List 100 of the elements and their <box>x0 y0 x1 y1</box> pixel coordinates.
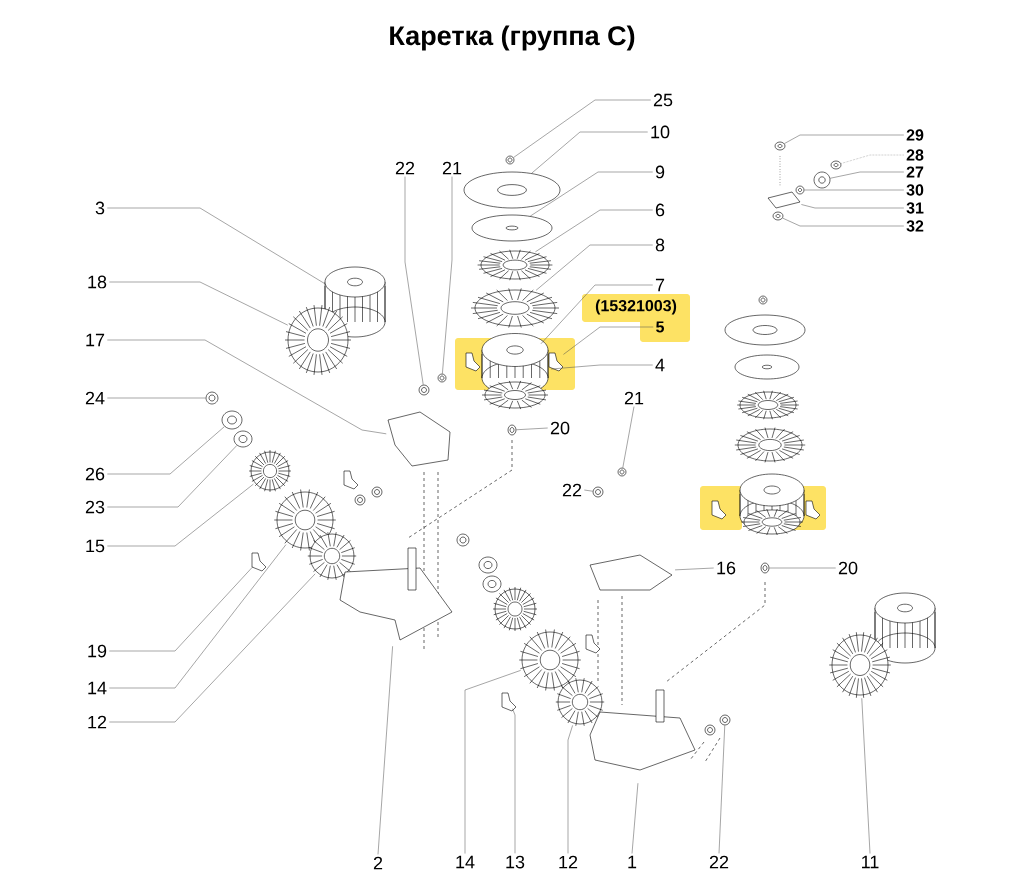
leader-line <box>631 782 639 854</box>
callout-number: 31 <box>906 202 924 214</box>
callout-number: 14 <box>456 855 475 869</box>
washer <box>478 556 498 574</box>
callout-number: 11 <box>862 855 879 869</box>
spool <box>874 592 936 664</box>
washer <box>772 211 784 221</box>
callout-number: 23 <box>85 500 105 514</box>
screw <box>354 494 366 506</box>
leader-line <box>563 326 654 355</box>
leader-line <box>622 406 635 469</box>
leader-line <box>404 176 424 385</box>
callout-number: 1 <box>628 855 637 869</box>
leader-line <box>107 445 238 508</box>
callout-number: 32 <box>906 220 924 232</box>
gear <box>284 304 352 376</box>
hook <box>501 692 517 712</box>
leader-line <box>109 281 288 326</box>
screw <box>418 384 430 396</box>
callout-number: 20 <box>838 561 858 575</box>
base-plate <box>339 547 453 641</box>
hook <box>251 552 267 572</box>
washer <box>221 410 243 430</box>
leader-line <box>801 204 905 209</box>
leader-line <box>861 698 871 854</box>
callout-number: 21 <box>442 161 462 175</box>
screw <box>592 486 604 498</box>
hook <box>548 352 564 372</box>
screw <box>774 141 786 151</box>
nut <box>205 391 219 405</box>
callout-number: 22 <box>395 161 415 175</box>
callout-number: 13 <box>506 855 525 869</box>
callout-number: 24 <box>85 391 105 405</box>
gear <box>248 449 292 493</box>
callout-number: 10 <box>651 125 670 139</box>
leader-line <box>769 567 836 569</box>
screw <box>437 373 447 383</box>
washer <box>813 171 831 189</box>
leader-line <box>107 207 326 285</box>
callout-number: 14 <box>88 681 107 695</box>
leader-line <box>109 573 316 723</box>
screw <box>760 562 770 574</box>
spool <box>324 266 386 338</box>
leader-line <box>530 171 653 217</box>
cover-disk <box>471 214 553 242</box>
callout-number: 7 <box>655 278 665 292</box>
leader-line <box>550 364 653 370</box>
washer <box>482 575 502 593</box>
gear <box>273 489 337 551</box>
leader-line <box>107 483 254 547</box>
bracket <box>589 554 673 591</box>
leader-line <box>829 171 905 179</box>
callout-number: 29 <box>906 129 924 141</box>
clamp-plate <box>767 191 801 209</box>
hook <box>585 634 601 654</box>
leader-line <box>513 99 651 158</box>
leader-line <box>107 397 206 399</box>
leader-line <box>107 426 225 475</box>
leader-line <box>674 567 714 571</box>
callout-number: 22 <box>562 483 582 497</box>
leader-line <box>535 209 653 253</box>
leader-line <box>804 189 905 191</box>
screw <box>371 486 383 498</box>
washer <box>795 185 805 195</box>
callout-number: 22 <box>709 855 729 869</box>
leader-line <box>531 131 648 174</box>
leader-line <box>464 670 521 854</box>
callout-number: 2 <box>373 856 383 870</box>
double-gear <box>739 473 805 536</box>
base-plate <box>589 689 696 771</box>
screw <box>617 467 627 477</box>
leader-line <box>442 176 453 374</box>
screw <box>719 714 731 726</box>
callout-number: 18 <box>88 275 107 289</box>
callout-number: 3 <box>95 201 105 215</box>
screw <box>704 724 716 736</box>
callout-number: 9 <box>655 165 665 179</box>
nut <box>830 160 842 170</box>
leader-line <box>718 725 725 854</box>
hook <box>711 500 727 520</box>
callout-number: 15 <box>86 539 105 553</box>
callout-number: 8 <box>655 238 665 252</box>
bracket <box>387 411 451 467</box>
leader-line <box>784 134 905 144</box>
callout-number: 12 <box>559 855 578 869</box>
gear <box>555 677 605 727</box>
leader-line <box>377 646 393 855</box>
screw <box>507 424 517 436</box>
leader-line <box>567 725 573 854</box>
callout-number: 6 <box>655 203 665 217</box>
double-gear <box>481 333 549 410</box>
leader-line <box>107 339 387 435</box>
callout-number: 12 <box>88 715 107 729</box>
leader-line <box>584 489 593 492</box>
callout-number: 28 <box>906 149 924 161</box>
leader-line <box>535 244 653 291</box>
cover-disk <box>734 354 800 380</box>
leader-line <box>109 566 253 652</box>
callout-number: 17 <box>86 333 105 347</box>
nut <box>505 155 515 165</box>
